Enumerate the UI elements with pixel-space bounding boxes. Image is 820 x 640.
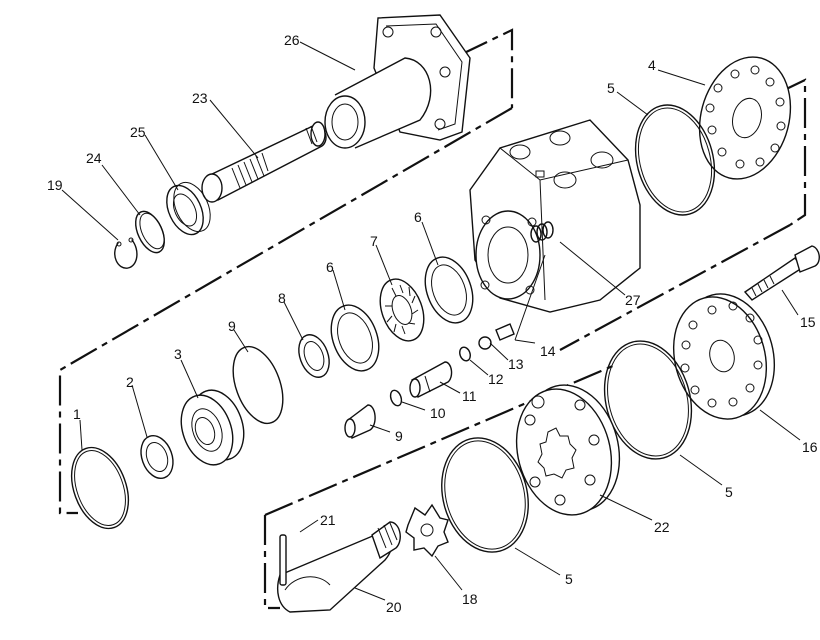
output-shaft-part bbox=[201, 121, 327, 203]
leader-lines bbox=[61, 41, 801, 601]
callout-20: 20 bbox=[386, 599, 402, 615]
callout-21: 22 bbox=[654, 519, 670, 535]
callout-25: 25 bbox=[130, 124, 146, 140]
callout-5-top: 5 bbox=[607, 80, 615, 96]
callout-6-right: 6 bbox=[414, 209, 422, 225]
shaft-seal-part bbox=[140, 434, 174, 480]
plug-12-part bbox=[409, 361, 453, 398]
callout-27: 27 bbox=[625, 292, 641, 308]
o-ring-bottom bbox=[441, 437, 529, 553]
seat-part bbox=[495, 323, 515, 341]
callout-15: 14 bbox=[540, 343, 556, 359]
o-ring-top bbox=[634, 104, 716, 216]
plug-10-part bbox=[344, 404, 376, 439]
o-ring-middle bbox=[603, 340, 693, 460]
callout-4: 4 bbox=[648, 57, 656, 73]
seal-ring-part bbox=[70, 446, 130, 530]
thrust-bearing-part bbox=[379, 278, 425, 342]
o-ring-9 bbox=[232, 345, 284, 425]
drive-shaft-part bbox=[277, 521, 401, 613]
callout-7: 7 bbox=[370, 233, 378, 249]
bolt-part bbox=[743, 245, 820, 301]
callout-17: 16 bbox=[802, 439, 818, 455]
callout-10: 9 bbox=[395, 428, 403, 444]
thrust-washer-6-left bbox=[330, 304, 380, 372]
callout-8: 8 bbox=[278, 290, 286, 306]
ball-part bbox=[478, 336, 492, 350]
callout-11: 10 bbox=[430, 405, 446, 421]
callout-13: 12 bbox=[488, 371, 504, 387]
callout-24: 24 bbox=[86, 150, 102, 166]
retaining-ring-19 bbox=[114, 237, 138, 269]
callout-1: 1 bbox=[73, 406, 81, 422]
callout-18: 18 bbox=[462, 591, 478, 607]
callout-5-mid: 5 bbox=[725, 484, 733, 500]
pin-part bbox=[279, 534, 287, 586]
callout-5-bottom: 5 bbox=[565, 571, 573, 587]
spring-part bbox=[514, 221, 554, 341]
callout-2: 2 bbox=[126, 374, 134, 390]
retaining-ring-24 bbox=[134, 210, 166, 254]
callout-16: 15 bbox=[800, 314, 816, 330]
callout-23: 23 bbox=[192, 90, 208, 106]
callout-12: 11 bbox=[462, 388, 477, 404]
callout-22: 21 bbox=[320, 512, 336, 528]
seal-8-part bbox=[298, 334, 330, 378]
bushing-housing-part bbox=[180, 389, 245, 466]
bearing-part bbox=[166, 181, 211, 236]
o-ring-11 bbox=[389, 389, 403, 407]
callout-3: 3 bbox=[174, 346, 182, 362]
callout-14: 13 bbox=[508, 356, 524, 372]
gerotor-part bbox=[515, 384, 621, 516]
valve-housing-part bbox=[469, 119, 641, 313]
callout-labels: 26 23 25 24 19 4 5 6 7 8 6 9 3 2 1 27 14… bbox=[47, 32, 818, 615]
o-ring-13 bbox=[459, 346, 471, 362]
end-cap-part bbox=[672, 293, 776, 420]
thrust-washer-6-right bbox=[424, 256, 474, 324]
flange-housing-part bbox=[324, 14, 471, 149]
callout-9: 9 bbox=[228, 318, 236, 334]
callout-26: 26 bbox=[284, 32, 300, 48]
port-plate-part bbox=[698, 56, 792, 180]
callout-6-left: 6 bbox=[326, 259, 334, 275]
callout-19: 19 bbox=[47, 177, 63, 193]
spacer-part bbox=[405, 503, 449, 558]
